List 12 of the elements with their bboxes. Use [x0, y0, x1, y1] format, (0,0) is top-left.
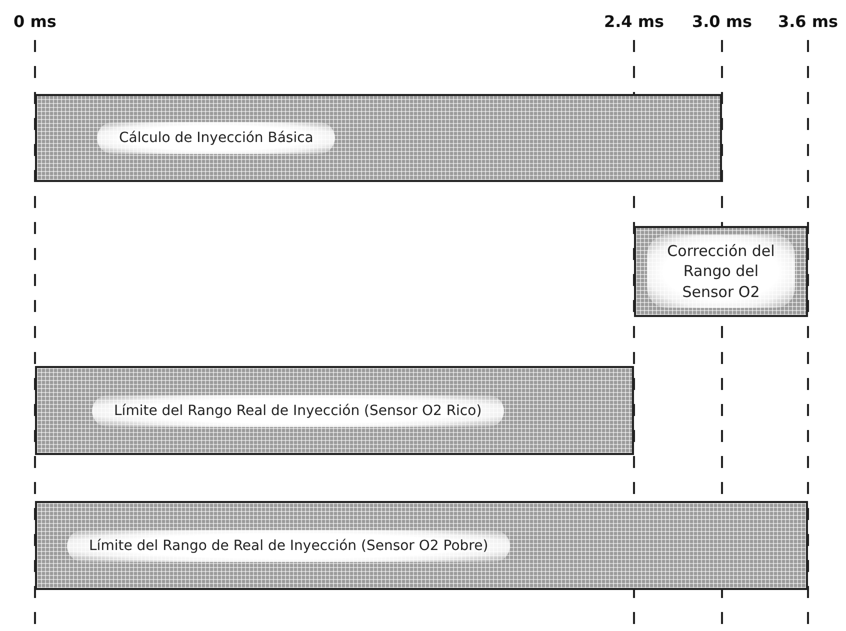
bar-label: Límite del Rango de Real de Inyección (Sensor O2 Pobre)	[67, 530, 510, 562]
time-label: 0 ms	[14, 12, 56, 31]
timing-bar	[35, 501, 808, 590]
timing-bar	[35, 94, 722, 182]
time-label: 3.6 ms	[778, 12, 838, 31]
bar-label: Límite del Rango Real de Inyección (Sensor O2 Rico)	[92, 394, 504, 426]
time-label: 2.4 ms	[604, 12, 664, 31]
bar-label: Corrección del Rango del Sensor O2	[647, 235, 795, 308]
time-label: 3.0 ms	[692, 12, 752, 31]
bar-label: Cálculo de Inyección Básica	[97, 122, 336, 154]
timing-bar	[35, 366, 634, 455]
timing-bar	[634, 226, 808, 317]
